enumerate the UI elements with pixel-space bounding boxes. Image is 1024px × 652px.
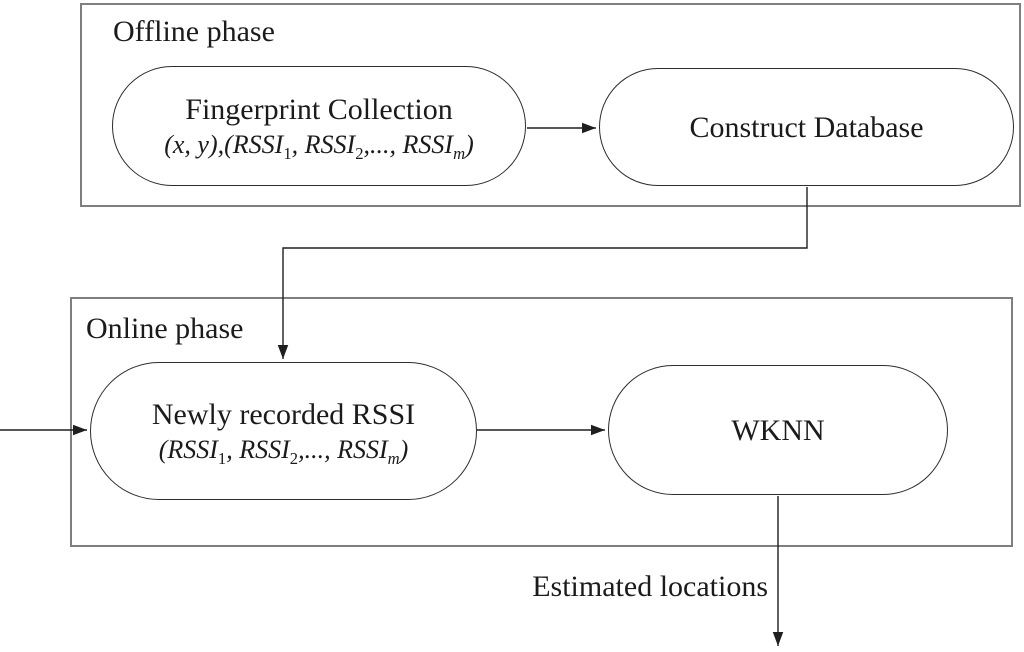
estimated-locations-label: Estimated locations bbox=[532, 570, 768, 603]
formula-subscript: 1 bbox=[283, 143, 292, 163]
formula-subscript: 2 bbox=[355, 143, 364, 163]
offline-phase-label: Offline phase bbox=[113, 15, 275, 48]
formula-text: ) bbox=[399, 434, 409, 464]
node-fingerprint-collection: Fingerprint Collection (x, y),(RSSI1, RS… bbox=[112, 66, 526, 186]
fingerprint-collection-formula: (x, y),(RSSI1, RSSI2,..., RSSIm) bbox=[164, 129, 474, 163]
formula-subscript: m bbox=[453, 143, 466, 163]
formula-text: ,..., RSSI bbox=[363, 129, 454, 159]
formula-text: ) bbox=[465, 129, 474, 159]
formula-subscript: m bbox=[387, 448, 400, 468]
formula-subscript: 2 bbox=[289, 448, 299, 468]
node-newly-recorded-rssi: Newly recorded RSSI (RSSI1, RSSI2,..., R… bbox=[90, 362, 477, 500]
node-wknn: WKNN bbox=[608, 365, 948, 495]
newly-recorded-rssi-title: Newly recorded RSSI bbox=[151, 397, 416, 431]
online-phase-label: Online phase bbox=[86, 312, 244, 345]
node-construct-database: Construct Database bbox=[599, 68, 1014, 186]
construct-database-title: Construct Database bbox=[689, 110, 924, 144]
formula-text: (x, y),(RSSI bbox=[164, 129, 284, 159]
formula-text: , RSSI bbox=[226, 434, 290, 464]
formula-text: , RSSI bbox=[291, 129, 356, 159]
fingerprint-collection-title: Fingerprint Collection bbox=[185, 92, 453, 126]
formula-text: ,..., RSSI bbox=[298, 434, 388, 464]
newly-recorded-rssi-formula: (RSSI1, RSSI2,..., RSSIm) bbox=[158, 434, 409, 468]
formula-subscript: 1 bbox=[217, 448, 227, 468]
formula-text: (RSSI bbox=[158, 434, 218, 464]
wknn-title: WKNN bbox=[731, 413, 825, 447]
